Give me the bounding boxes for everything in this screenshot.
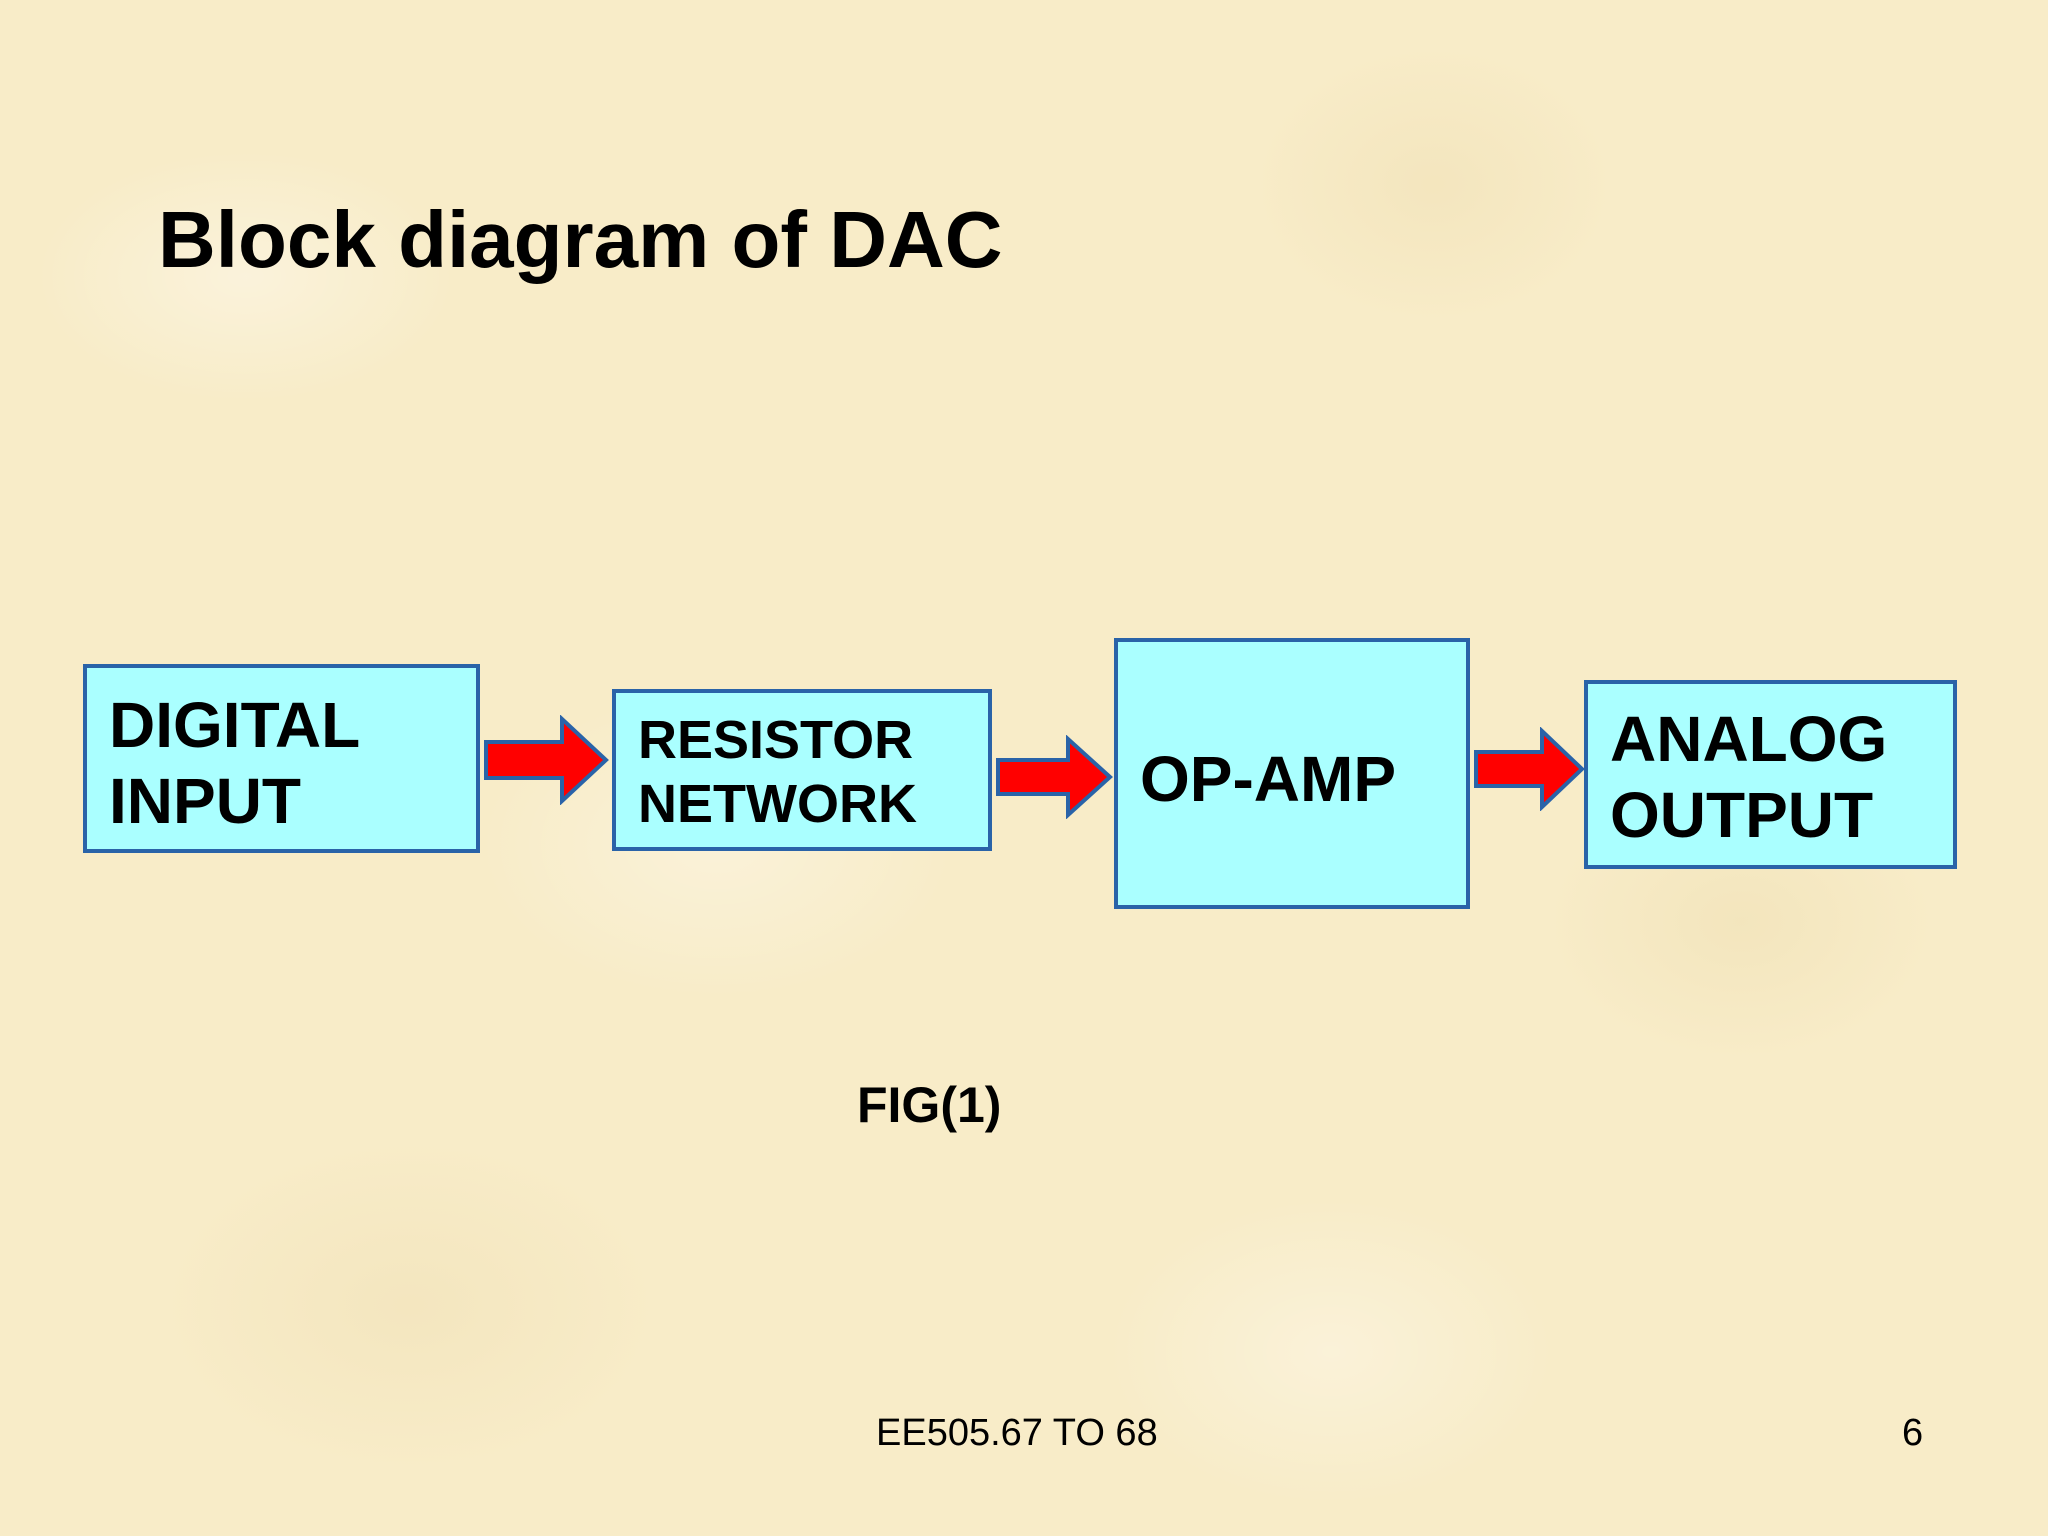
block-analog-output-line-1: ANALOG [1610,703,1888,775]
slide-footer: EE505.67 TO 68 [876,1412,1158,1454]
block-resistor-network-line-2: NETWORK [638,773,917,834]
block-digital-input-line-1: DIGITAL [109,689,361,761]
arrow-resistor-to-opamp [996,735,1113,819]
block-digital-input-label: DIGITAL INPUT [109,688,360,839]
block-resistor-network: RESISTOR NETWORK [612,689,992,851]
block-analog-output-line-2: OUTPUT [1610,778,1874,851]
slide-title: Block diagram of DAC [158,195,1003,284]
figure-caption: FIG(1) [857,1077,1002,1133]
block-analog-output-label: ANALOG OUTPUT [1610,702,1887,853]
block-analog-output: ANALOG OUTPUT [1584,680,1957,869]
slide-number: 6 [1902,1412,1924,1454]
block-op-amp: OP-AMP [1114,638,1470,909]
block-op-amp-line-1: OP-AMP [1140,743,1396,815]
block-resistor-network-line-1: RESISTOR [638,710,914,770]
block-resistor-network-label: RESISTOR NETWORK [638,709,917,836]
block-op-amp-label: OP-AMP [1140,742,1396,818]
block-digital-input-line-2: INPUT [109,764,301,837]
block-digital-input: DIGITAL INPUT [83,664,480,853]
arrow-digital-to-resistor [484,715,609,805]
arrow-opamp-to-analog [1474,727,1585,811]
